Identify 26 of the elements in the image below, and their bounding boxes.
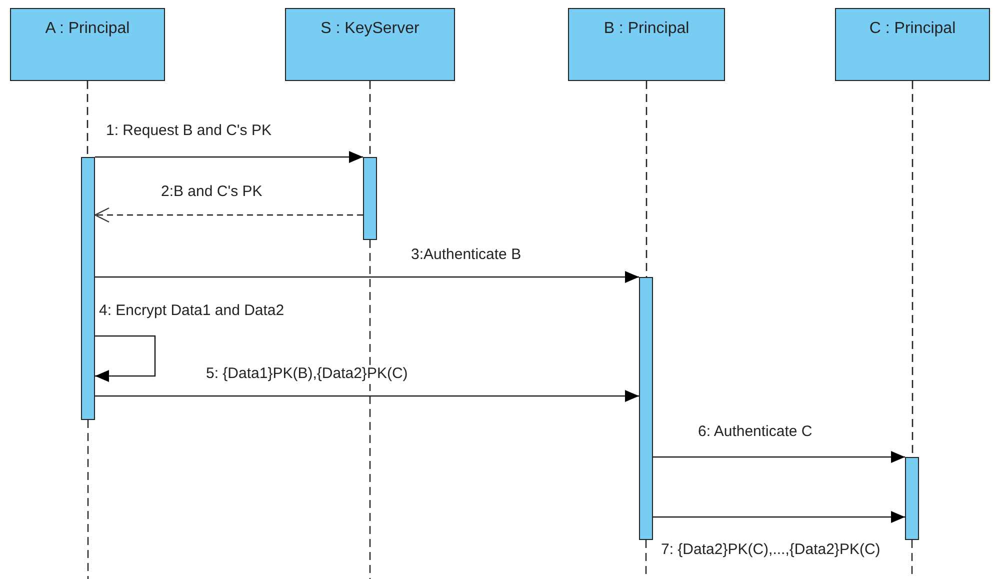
message-label: 1: Request B and C's PK xyxy=(105,122,272,141)
message-arrow xyxy=(95,390,639,402)
participant-name: C : Principal xyxy=(869,19,956,39)
activation-bar xyxy=(81,157,95,420)
message-label: 4: Encrypt Data1 and Data2 xyxy=(98,302,286,321)
lifeline-head xyxy=(835,8,990,81)
participant-name: S : KeyServer xyxy=(320,19,420,39)
self-message-arrow xyxy=(95,335,156,382)
message-arrow xyxy=(653,511,905,523)
return-arrow xyxy=(94,207,363,223)
message-arrow xyxy=(653,451,905,463)
message-label: 7: {Data2}PK(C),...,{Data2}PK(C) xyxy=(660,541,882,560)
lifeline xyxy=(369,81,371,157)
participant-name: B : Principal xyxy=(604,19,690,39)
lifeline xyxy=(646,81,648,277)
message-arrow xyxy=(95,151,363,163)
participant-name: A : Principal xyxy=(45,19,130,39)
activation-bar xyxy=(639,277,653,540)
message-label: 5: {Data1}PK(B),{Data2}PK(C) xyxy=(205,365,409,384)
lifeline xyxy=(86,81,88,157)
message-arrow xyxy=(95,271,639,283)
activation-bar xyxy=(363,157,377,240)
lifeline-head xyxy=(10,8,165,81)
activation-bar xyxy=(905,457,919,540)
lifeline-head xyxy=(568,8,725,81)
lifeline-head xyxy=(285,8,455,81)
